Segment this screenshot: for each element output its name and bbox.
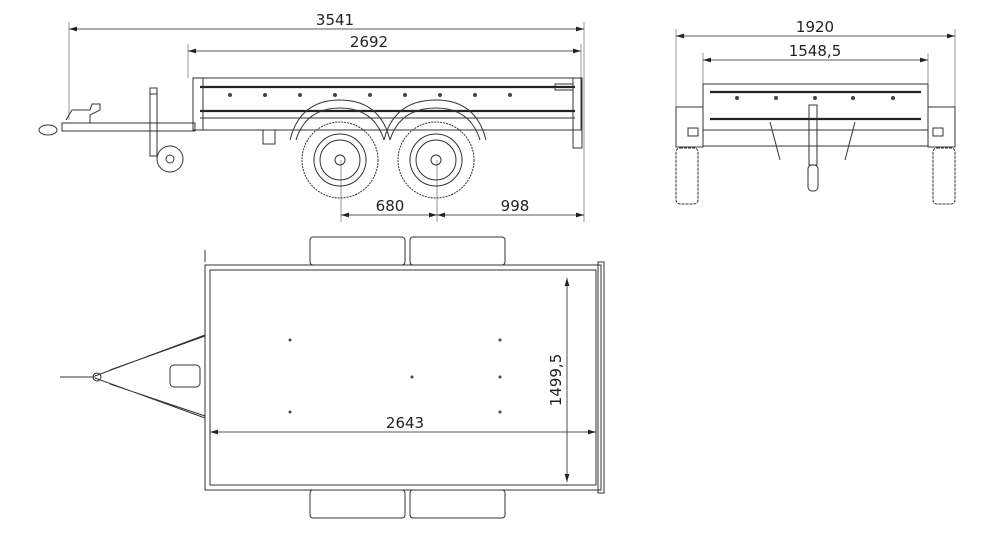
jockey-wheel: [156, 145, 184, 173]
dimension-overall-width: 1920: [796, 18, 834, 36]
cargo-box-rear: [702, 83, 929, 147]
dimension-inner-length: 2643: [386, 414, 424, 432]
fender-left: [675, 106, 704, 148]
tail-post: [572, 77, 583, 149]
drawbar-a-frame: [94, 334, 206, 419]
dimension-body-length: 2692: [350, 33, 388, 51]
wheel-left: [675, 147, 699, 205]
mudguard-bottom-rear: [409, 489, 506, 519]
wheel-front: [301, 121, 379, 199]
fender-right: [927, 106, 956, 148]
jockey-wheel-top: [169, 364, 201, 388]
tail-light-left: [687, 127, 699, 137]
cargo-bed-top: [204, 264, 602, 491]
fender-rear: [383, 99, 487, 141]
top-view: 2643 1499,5: [60, 236, 605, 519]
dimension-overall-length: 3541: [316, 11, 354, 29]
wheel-right: [932, 147, 956, 205]
brake-linkage: [769, 121, 856, 161]
jockey-post: [149, 93, 158, 157]
wheel-rear: [397, 121, 475, 199]
mudguard-bottom-front: [309, 489, 406, 519]
dimension-inner-width: 1499,5: [547, 354, 565, 407]
drawbar: [61, 122, 196, 132]
side-view: 3541 2692 680 998: [38, 11, 585, 222]
coupling-top: [92, 372, 102, 382]
dimension-body-width: 1548,5: [789, 42, 842, 60]
mudguard-top-front: [309, 236, 406, 266]
coupling-head: [65, 103, 101, 123]
dimension-rear-overhang: 998: [501, 197, 530, 215]
dimension-axle-spacing: 680: [376, 197, 405, 215]
fender-front: [289, 99, 391, 141]
cargo-box-side: [192, 77, 582, 131]
mudguard-top-rear: [409, 236, 506, 266]
breakaway-cable: [38, 124, 58, 136]
rear-view: 1920 1548,5: [675, 18, 956, 205]
jockey-post-rear: [808, 104, 818, 166]
tail-light-right: [932, 127, 944, 137]
